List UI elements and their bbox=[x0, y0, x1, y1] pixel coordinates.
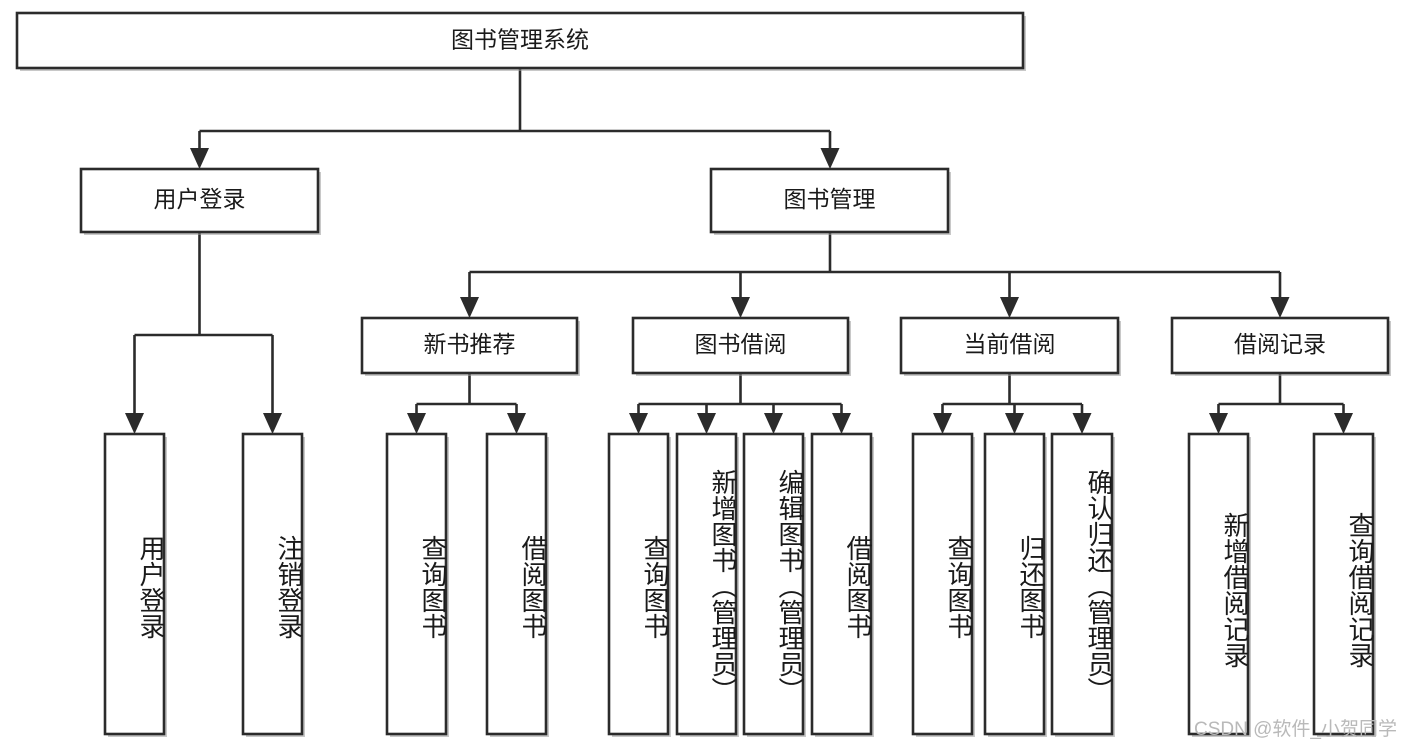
leaf-edit-book-admin-fo: 编辑图书（管理员） bbox=[775, 469, 805, 703]
user-login-label: 用户登录 bbox=[154, 186, 246, 212]
leaf-query-borrow-record-label: 查询借阅记录 bbox=[1345, 512, 1375, 668]
borrow-record-box bbox=[1170, 316, 1390, 375]
leaf-add-borrow-record-box bbox=[1187, 432, 1250, 736]
leaf-borrow-book-box bbox=[810, 432, 873, 736]
node-book-borrow[interactable]: 图书借阅 bbox=[631, 316, 851, 376]
node-leaf-add-book-admin[interactable]: 新增图书（管理员） bbox=[675, 432, 739, 737]
leaf-borrow-book-rec-box bbox=[485, 432, 548, 736]
arrow-to-leaf-user-login bbox=[125, 413, 144, 434]
leaf-add-book-admin-label: 新增图书（管理员） bbox=[708, 469, 738, 703]
node-root[interactable]: 图书管理系统 bbox=[15, 11, 1026, 71]
book-borrow-label: 图书借阅 bbox=[695, 331, 787, 357]
node-leaf-borrow-book[interactable]: 借阅图书 bbox=[810, 432, 874, 737]
leaf-return-book-box bbox=[983, 432, 1046, 736]
arrow-to-leaf-edit-book-admin bbox=[764, 413, 783, 434]
leaf-user-login-label: 用户登录 bbox=[136, 534, 166, 639]
arrow-to-new-book-recommend bbox=[460, 297, 479, 318]
node-leaf-borrow-book-rec[interactable]: 借阅图书 bbox=[485, 432, 549, 737]
arrow-to-leaf-logout bbox=[263, 413, 282, 434]
arrow-to-leaf-query-book-borrow bbox=[629, 413, 648, 434]
leaf-user-login-fo: 用户登录 bbox=[136, 534, 166, 639]
arrow-to-leaf-add-borrow-record bbox=[1209, 413, 1228, 434]
arrow-to-leaf-borrow-book-rec bbox=[507, 413, 526, 434]
node-current-borrow[interactable]: 当前借阅 bbox=[899, 316, 1121, 376]
new-book-recommend-label: 新书推荐 bbox=[424, 331, 516, 357]
leaf-add-borrow-record-label: 新增借阅记录 bbox=[1220, 512, 1250, 668]
user-login-box bbox=[79, 167, 320, 234]
current-borrow-label: 当前借阅 bbox=[964, 331, 1056, 357]
leaf-confirm-return-admin-box bbox=[1050, 432, 1114, 736]
root-label: 图书管理系统 bbox=[451, 27, 589, 53]
arrow-to-leaf-confirm-return-admin bbox=[1072, 413, 1092, 434]
arrow-to-leaf-query-borrow-record bbox=[1334, 413, 1353, 434]
connector-layer bbox=[125, 68, 1353, 434]
leaf-query-book-current-label: 查询图书 bbox=[944, 534, 974, 639]
book-manage-box bbox=[709, 167, 950, 234]
node-leaf-query-book-current[interactable]: 查询图书 bbox=[911, 432, 975, 737]
leaf-query-book-current-fo: 查询图书 bbox=[944, 534, 974, 639]
leaf-query-book-borrow-box bbox=[607, 432, 670, 736]
leaf-query-book-current-box bbox=[911, 432, 974, 736]
leaf-edit-book-admin-label: 编辑图书（管理员） bbox=[775, 469, 805, 703]
leaf-query-borrow-record-fo: 查询借阅记录 bbox=[1345, 512, 1375, 668]
leaf-borrow-book-label: 借阅图书 bbox=[843, 534, 873, 639]
leaf-query-book-borrow-label: 查询图书 bbox=[640, 534, 670, 639]
arrow-to-book-manage bbox=[820, 148, 840, 169]
arrow-to-leaf-query-book-rec bbox=[407, 413, 426, 434]
node-leaf-add-borrow-record[interactable]: 新增借阅记录 bbox=[1187, 432, 1251, 737]
node-leaf-confirm-return-admin[interactable]: 确认归还（管理员） bbox=[1050, 432, 1115, 737]
new-book-recommend-box bbox=[360, 316, 579, 375]
leaf-query-book-borrow-fo: 查询图书 bbox=[640, 534, 670, 639]
leaf-query-book-rec-label: 查询图书 bbox=[418, 534, 448, 639]
arrow-to-leaf-query-book-current bbox=[933, 413, 952, 434]
leaf-user-login-box bbox=[103, 432, 166, 736]
node-leaf-query-borrow-record[interactable]: 查询借阅记录 bbox=[1312, 432, 1376, 737]
leaf-layer: 用户登录 注销登录 查询图书 借阅 bbox=[103, 432, 1376, 737]
leaf-edit-book-admin-box bbox=[742, 432, 805, 736]
arrow-to-borrow-record bbox=[1270, 297, 1290, 318]
node-leaf-edit-book-admin[interactable]: 编辑图书（管理员） bbox=[742, 432, 806, 737]
leaf-logout-label: 注销登录 bbox=[274, 534, 304, 639]
leaf-borrow-book-fo: 借阅图书 bbox=[843, 534, 873, 639]
leaf-query-book-rec-box bbox=[385, 432, 448, 736]
book-manage-label: 图书管理 bbox=[784, 186, 876, 212]
node-leaf-logout[interactable]: 注销登录 bbox=[241, 432, 305, 737]
leaf-query-borrow-record-box bbox=[1312, 432, 1375, 736]
node-leaf-user-login[interactable]: 用户登录 bbox=[103, 432, 167, 737]
leaf-logout-fo: 注销登录 bbox=[274, 534, 304, 639]
arrow-to-book-borrow bbox=[731, 297, 750, 318]
arrow-to-leaf-add-book-admin bbox=[697, 413, 716, 434]
node-book-manage[interactable]: 图书管理 bbox=[709, 167, 951, 235]
arrow-to-leaf-borrow-book bbox=[832, 413, 851, 434]
arrow-to-user-login bbox=[190, 148, 209, 169]
node-borrow-record[interactable]: 借阅记录 bbox=[1170, 316, 1391, 376]
borrow-record-label: 借阅记录 bbox=[1234, 331, 1326, 357]
node-new-book-recommend[interactable]: 新书推荐 bbox=[360, 316, 580, 376]
node-user-login[interactable]: 用户登录 bbox=[79, 167, 321, 235]
leaf-add-book-admin-fo: 新增图书（管理员） bbox=[708, 469, 738, 703]
leaf-borrow-book-rec-label: 借阅图书 bbox=[518, 534, 548, 639]
arrow-to-current-borrow bbox=[1000, 297, 1019, 318]
leaf-confirm-return-admin-label: 确认归还（管理员） bbox=[1084, 469, 1114, 703]
leaf-add-book-admin-box bbox=[675, 432, 738, 736]
arrow-to-leaf-return-book bbox=[1005, 413, 1024, 434]
root-box bbox=[15, 11, 1025, 70]
leaf-return-book-label: 归还图书 bbox=[1016, 534, 1046, 639]
node-leaf-query-book-borrow[interactable]: 查询图书 bbox=[607, 432, 671, 737]
leaf-add-borrow-record-fo: 新增借阅记录 bbox=[1220, 512, 1250, 668]
leaf-query-book-rec-fo: 查询图书 bbox=[418, 534, 448, 639]
node-leaf-query-book-rec[interactable]: 查询图书 bbox=[385, 432, 449, 737]
leaf-borrow-book-rec-fo: 借阅图书 bbox=[518, 534, 548, 639]
leaf-logout-box bbox=[241, 432, 304, 736]
node-leaf-return-book[interactable]: 归还图书 bbox=[983, 432, 1047, 737]
book-borrow-box bbox=[631, 316, 850, 375]
leaf-confirm-return-admin-fo: 确认归还（管理员） bbox=[1084, 469, 1114, 703]
current-borrow-box bbox=[899, 316, 1120, 375]
leaf-return-book-fo: 归还图书 bbox=[1016, 534, 1046, 639]
